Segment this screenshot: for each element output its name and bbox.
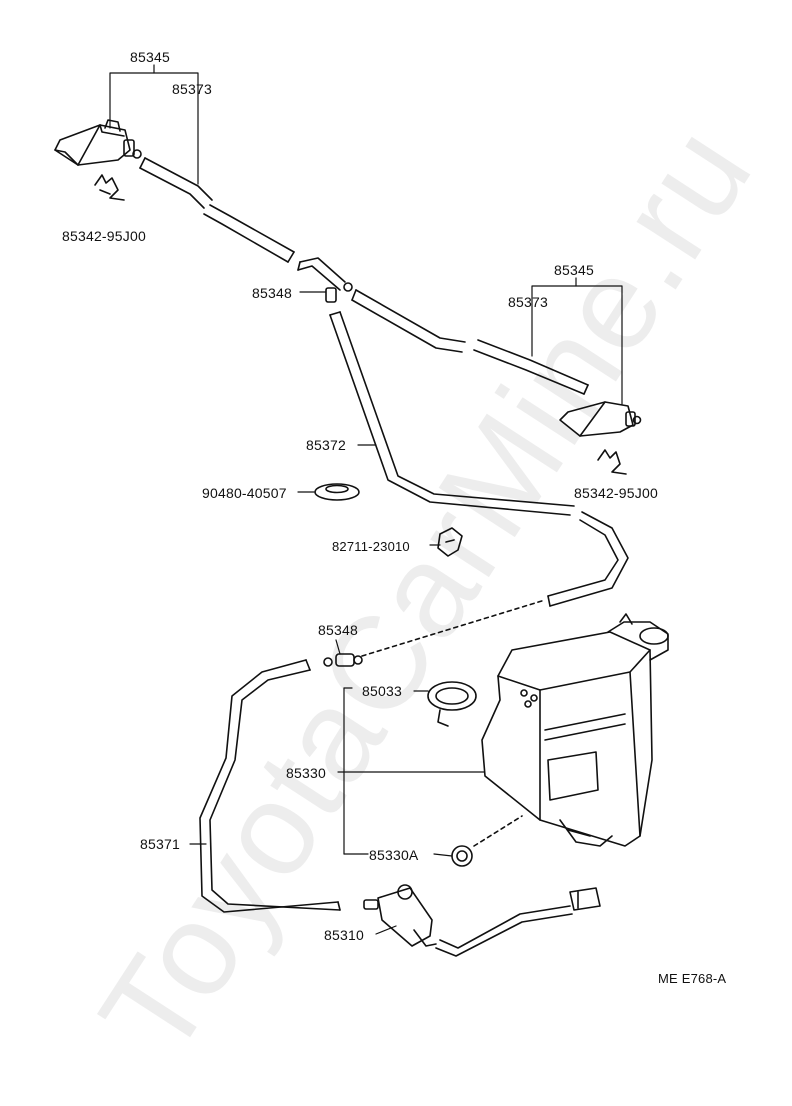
washer-pump [363,884,437,947]
label-85345-right: 85345 [554,262,594,278]
label-85348-lower: 85348 [318,622,358,638]
grommet [314,483,360,501]
label-85342-top: 85342-95J00 [62,228,146,244]
hose-85373-left [139,157,295,263]
dashed-link-lower [473,815,523,847]
label-85345-top: 85345 [130,49,170,65]
label-85373-right: 85373 [508,294,548,310]
label-85348-upper: 85348 [252,285,292,301]
connector-lower [323,653,363,667]
washer-nozzle-left [54,119,142,166]
label-82711-23010: 82711-23010 [332,539,410,554]
tee-connector-upper [297,257,353,303]
hose-85373-right [351,289,589,395]
label-85342-right: 85342-95J00 [574,485,658,501]
dashed-link-upper [361,599,546,657]
label-85372: 85372 [306,437,346,453]
label-85371: 85371 [140,836,180,852]
label-85310: 85310 [324,927,364,943]
label-85330: 85330 [286,765,326,781]
nozzle-clip-left [94,174,125,201]
washer-nozzle-right [559,401,642,437]
leader-lines [109,64,623,935]
pump-grommet [451,845,473,867]
label-90480-40507: 90480-40507 [202,485,287,501]
label-85330A: 85330A [369,847,419,863]
hose-85372 [329,311,629,607]
hose-clamp [437,527,463,557]
drawing-code: ME E768-A [658,971,727,986]
nozzle-clip-right [597,449,627,475]
clamp-ring [427,681,477,727]
label-85033: 85033 [362,683,402,699]
washer-reservoir [481,613,669,847]
hose-85371 [199,659,341,913]
pump-harness [435,887,601,957]
label-85373-top: 85373 [172,81,212,97]
